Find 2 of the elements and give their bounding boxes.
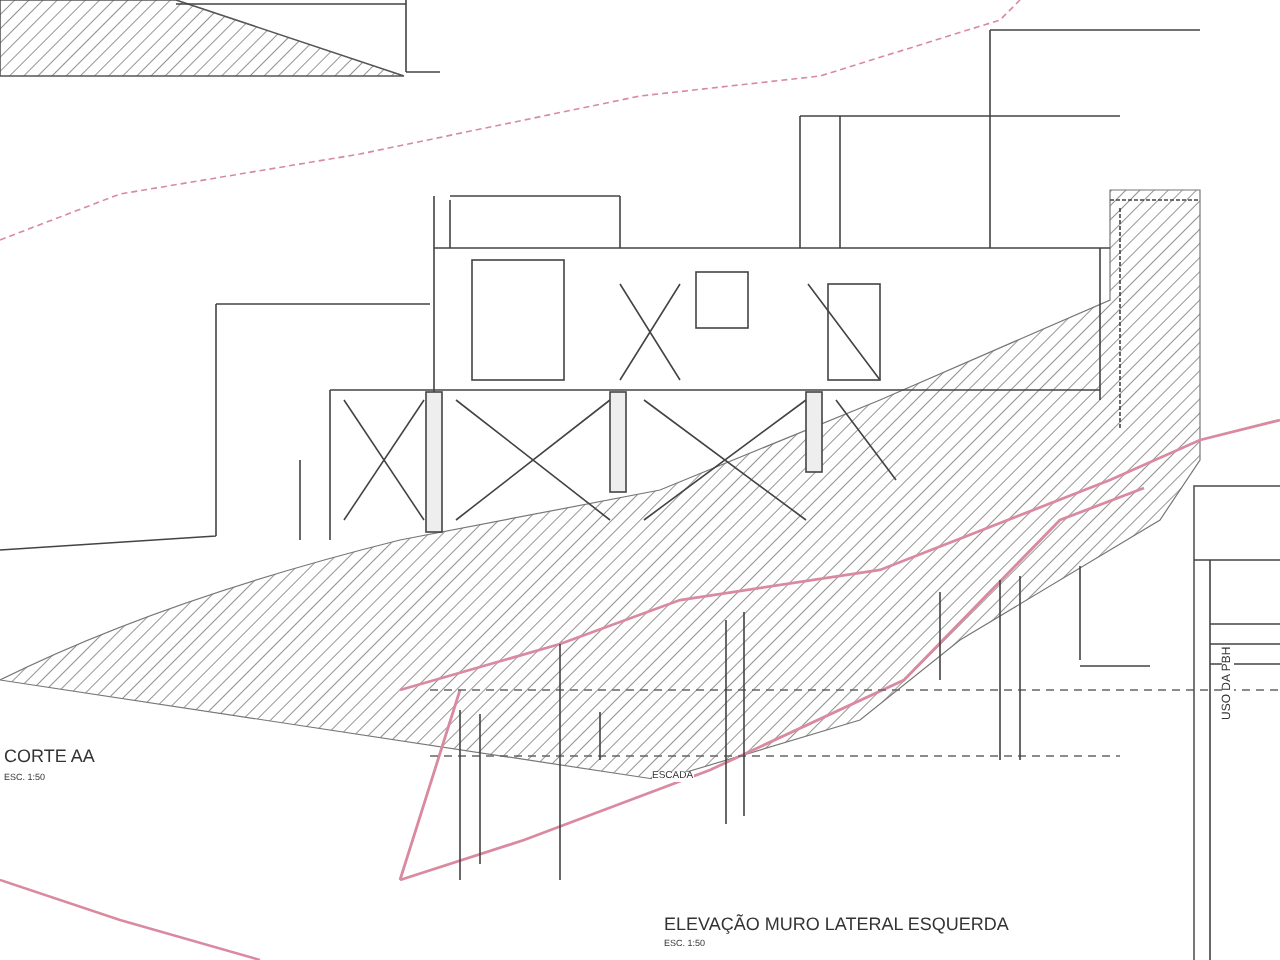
drawing-title: CORTE AA [4, 748, 95, 766]
drawing-title: ELEVAÇÃO MURO LATERAL ESQUERDA [664, 916, 1009, 934]
